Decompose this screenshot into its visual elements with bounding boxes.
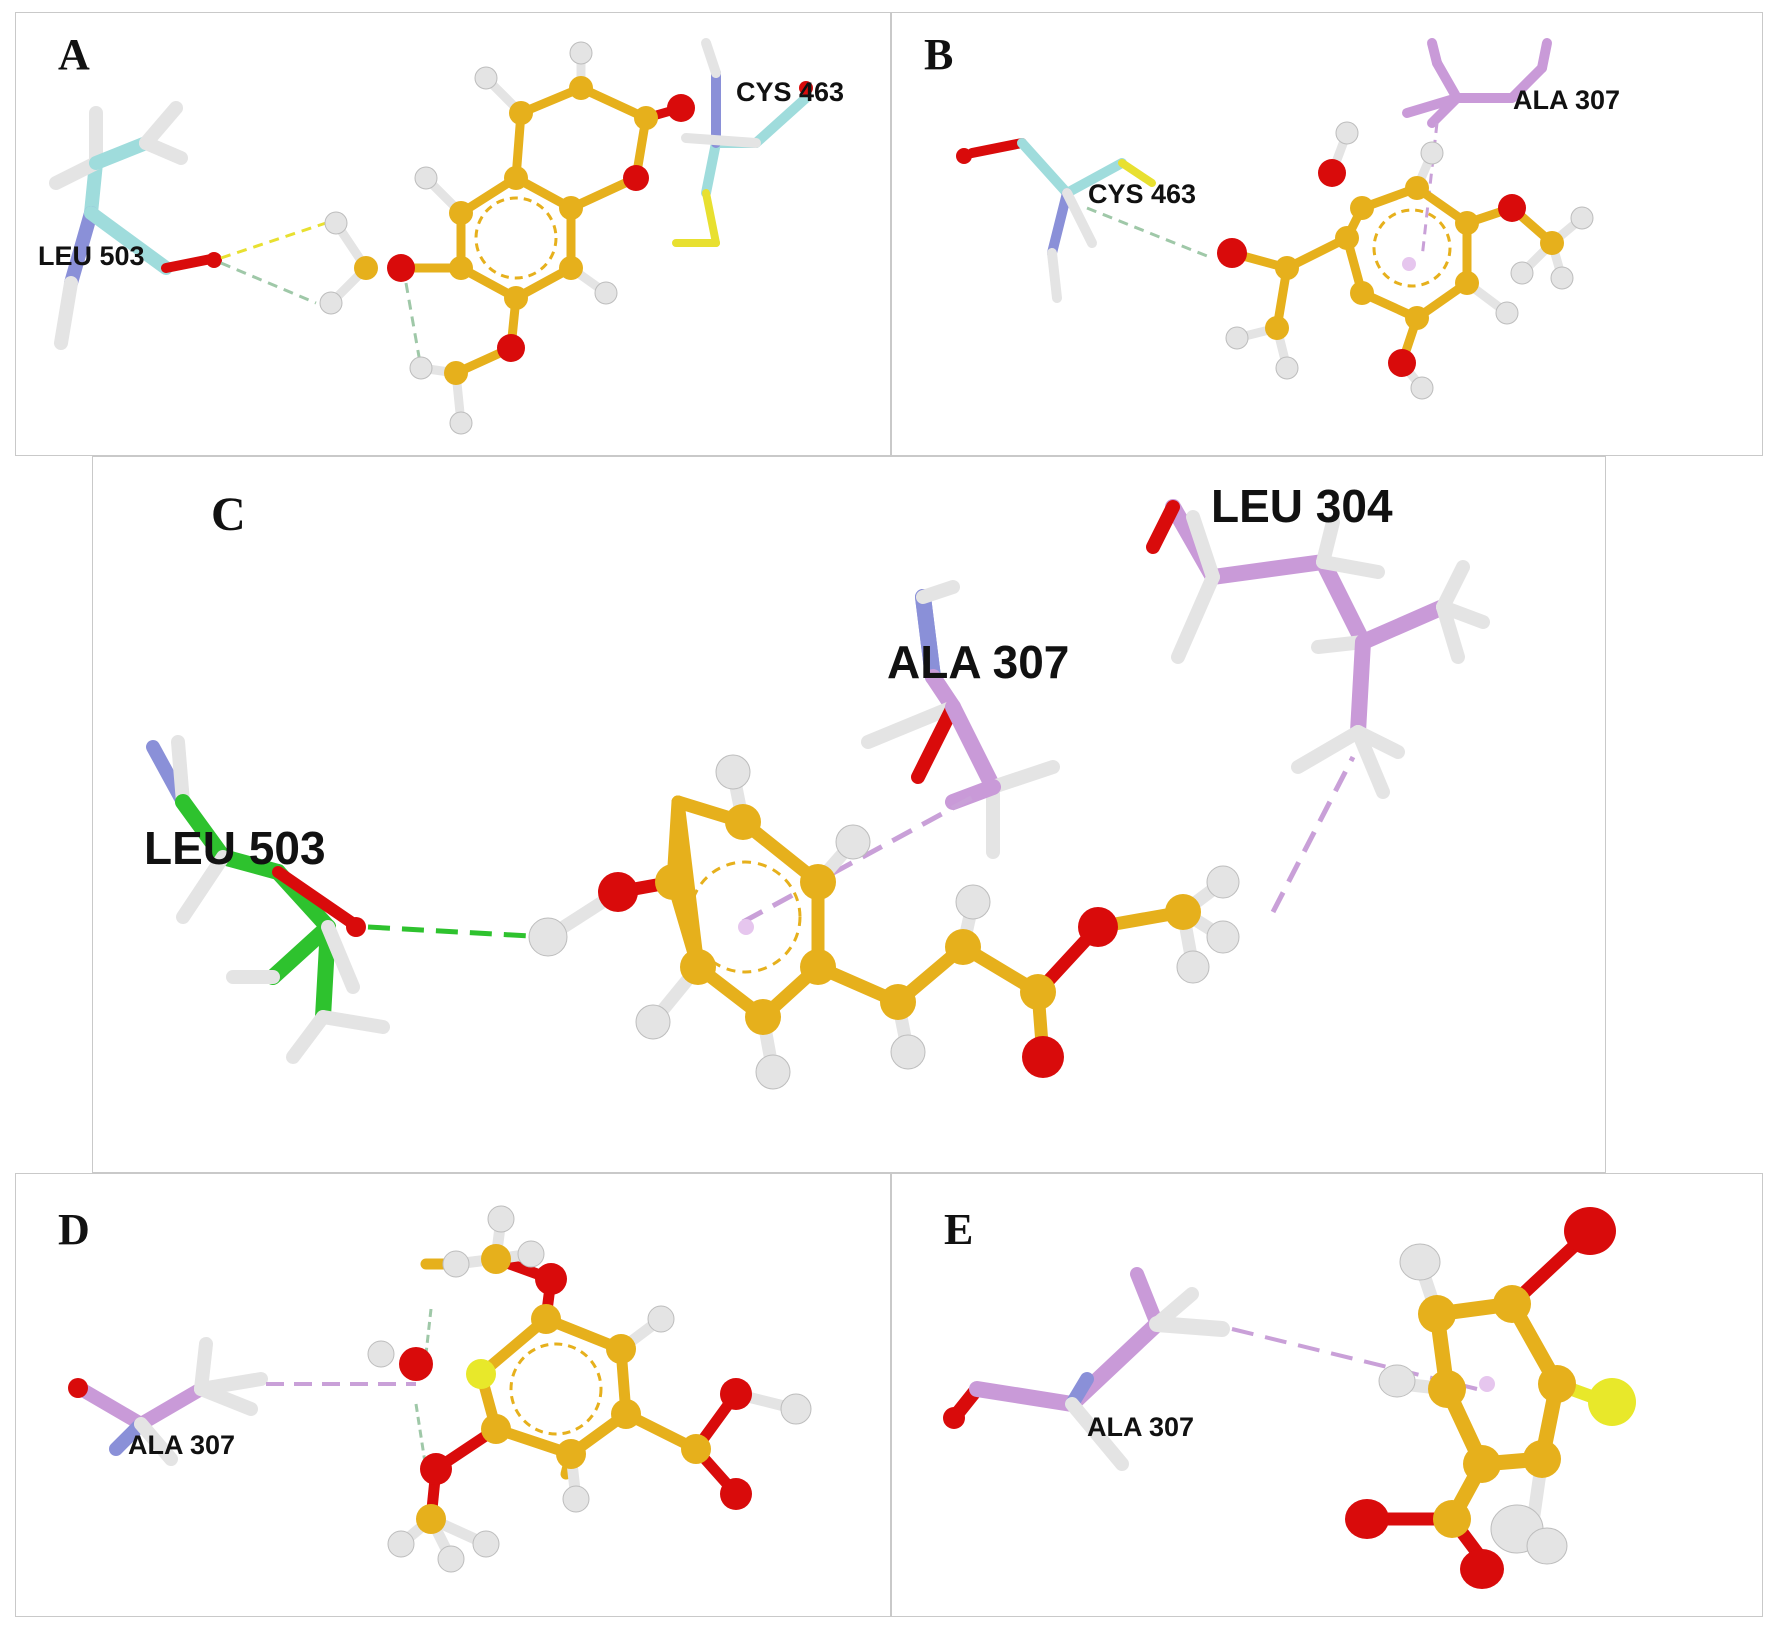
panel-a-label: A <box>58 30 90 79</box>
panel-e: E ALA 307 <box>891 1173 1763 1617</box>
panel-d-residue-ala307: ALA 307 <box>128 1430 236 1460</box>
panel-b-residue-ala307: ALA 307 <box>1513 85 1621 115</box>
panel-c-residue-ala307: ALA 307 <box>887 636 1070 688</box>
panel-a-residue-cys463: CYS 463 <box>736 77 845 107</box>
panel-c: C LEU 503 ALA 307 LEU 304 <box>92 456 1606 1173</box>
panel-a-molecule <box>49 38 813 435</box>
panel-b: B CYS 463 ALA 307 <box>891 12 1763 456</box>
panel-c-label: C <box>211 488 246 541</box>
panel-c-residue-leu304: LEU 304 <box>1211 480 1393 532</box>
panel-b-label: B <box>924 30 954 79</box>
panel-c-residue-leu503: LEU 503 <box>144 822 326 874</box>
panel-d-molecule <box>68 1205 812 1573</box>
panel-b-residue-cys463: CYS 463 <box>1088 179 1197 209</box>
panel-e-molecule <box>943 1207 1636 1589</box>
panel-d: D ALA 307 <box>15 1173 891 1617</box>
panel-a-residue-leu503: LEU 503 <box>38 241 145 271</box>
panel-e-residue-ala307: ALA 307 <box>1087 1412 1195 1442</box>
panel-c-molecule <box>146 499 1490 1090</box>
panel-e-label: E <box>944 1205 974 1254</box>
panel-b-molecule <box>956 38 1594 400</box>
panel-d-label: D <box>58 1205 90 1254</box>
panel-a: A LEU 503 CYS 463 <box>15 12 891 456</box>
